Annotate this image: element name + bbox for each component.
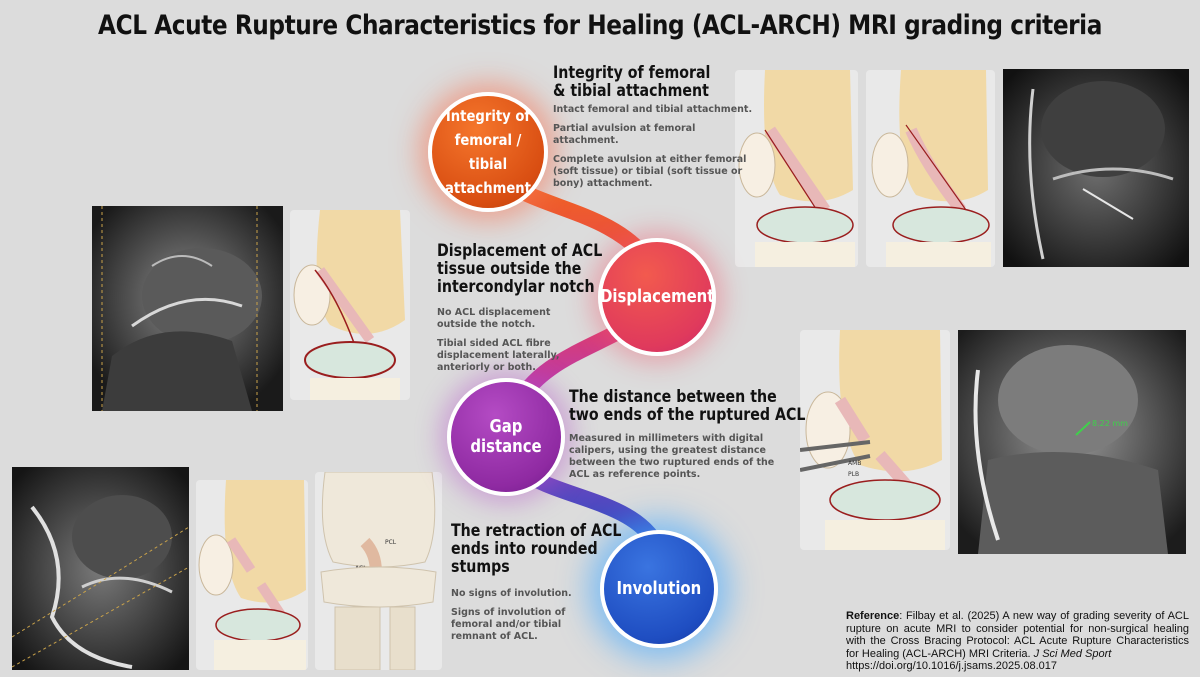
mri-sagittal-gap: 8.22 mm [958, 330, 1186, 554]
criterion-circle-involution-label: Involution [616, 579, 702, 599]
reference-doi[interactable]: https://doi.org/10.1016/j.jsams.2025.08.… [846, 660, 1057, 673]
reference-journal: J Sci Med Sport [1033, 647, 1112, 660]
knee-illustration-gap: AMB PLB [800, 330, 950, 550]
criterion-heading-displacement: Displacement of ACL tissue outside the i… [437, 241, 603, 296]
pcl-label: PCL [385, 539, 397, 546]
amb-label: AMB [848, 460, 861, 467]
knee-illustration-involution-frontal: PCL ACL [315, 472, 442, 670]
criterion-descriptions-integrity: Intact femoral and tibial attachment. Pa… [553, 104, 753, 197]
criterion-description: Partial avulsion at femoral attachment. [553, 123, 696, 146]
criterion-heading-involution: The retraction of ACL ends into rounded … [451, 521, 622, 576]
criterion-circle-integrity-label: Integrity of femoral / tibial attachment [445, 107, 531, 197]
criterion-descriptions-displacement: No ACL displacement outside the notch. T… [437, 307, 587, 381]
knee-illustration-displacement [290, 210, 410, 400]
criterion-description: Intact femoral and tibial attachment. [553, 104, 753, 115]
criterion-circle-gap: Gap distance [447, 378, 565, 496]
criterion-heading-integrity: Integrity of femoral & tibial attachment [553, 63, 711, 100]
page-title: ACL Acute Rupture Characteristics for He… [98, 10, 1102, 41]
criterion-heading-gap: The distance between the two ends of the… [569, 387, 806, 424]
mri-sagittal-displacement [92, 206, 283, 411]
criterion-description: Measured in millimeters with digital cal… [569, 433, 775, 480]
reference-block: Reference: Filbay et al. (2025) A new wa… [846, 610, 1189, 673]
criterion-circle-gap-label: Gap distance [470, 417, 542, 457]
criterion-descriptions-gap: Measured in millimeters with digital cal… [569, 433, 784, 488]
mri-sagittal-attachment [1003, 69, 1189, 267]
mri-sagittal-involution [12, 467, 189, 670]
gap-measure-label: 8.22 mm [1092, 419, 1128, 428]
criterion-circle-involution: Involution [600, 530, 718, 648]
criterion-circle-displacement: Displacement [598, 238, 716, 356]
criterion-description: Signs of involution of femoral and/or ti… [451, 607, 566, 642]
reference-text: : Filbay et al. (2025) A new way of grad… [846, 610, 1189, 660]
criterion-description: Tibial sided ACL fibre displacement late… [437, 338, 560, 373]
criterion-circle-integrity: Integrity of femoral / tibial attachment [428, 92, 548, 212]
knee-illustration-involution-sagittal [196, 480, 308, 670]
criterion-circle-displacement-label: Displacement [599, 287, 715, 307]
criterion-description: No signs of involution. [451, 588, 572, 599]
criterion-description: Complete avulsion at either femoral (sof… [553, 154, 747, 189]
criterion-description: No ACL displacement outside the notch. [437, 307, 551, 330]
plb-label: PLB [848, 471, 859, 478]
knee-illustration-attachment-avulsion [866, 70, 995, 267]
knee-illustration-attachment-intact [735, 70, 858, 267]
criterion-descriptions-involution: No signs of involution. Signs of involut… [451, 588, 586, 650]
reference-label: Reference [846, 610, 900, 622]
